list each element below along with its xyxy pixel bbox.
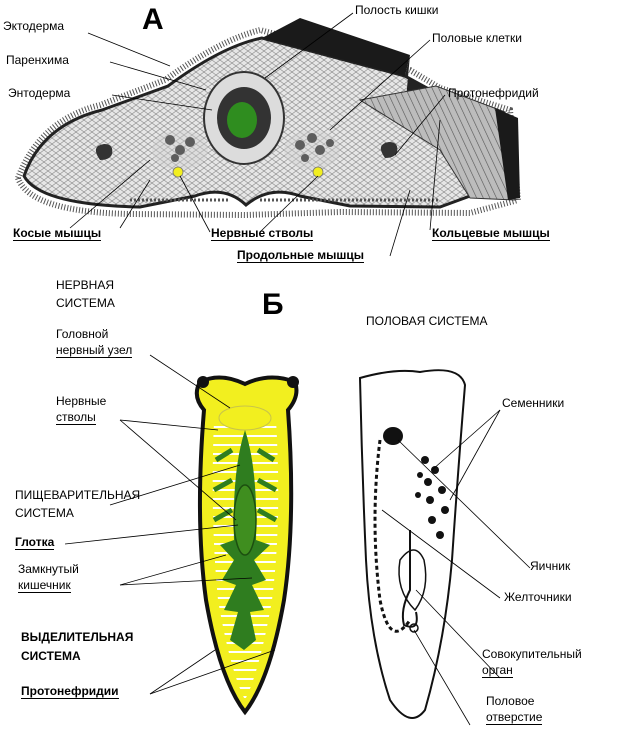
gut-side-branches xyxy=(212,447,278,523)
label-closed-gut-2: кишечник xyxy=(18,578,71,593)
copulatory-organ xyxy=(401,530,418,628)
panel-b-letter: Б xyxy=(262,288,284,321)
testes-dots xyxy=(415,456,449,539)
gut-cavity xyxy=(227,102,257,138)
auricle-left xyxy=(197,376,209,388)
label-excretory-system-2: СИСТЕМА xyxy=(21,649,81,663)
label-genital-opening-2: отверстие xyxy=(486,710,543,725)
label-pharynx: Глотка xyxy=(15,535,55,550)
body-cut-dark xyxy=(262,18,410,76)
genital-opening xyxy=(409,623,419,633)
protonephridium-right xyxy=(380,142,398,158)
planaria-body-left xyxy=(194,375,299,716)
copulatory-organ-body xyxy=(398,549,427,612)
label-head-ganglion-1: Головной xyxy=(56,327,109,341)
label-gut-cavity: Полость кишки xyxy=(355,3,439,17)
label-endoderm: Энтодерма xyxy=(8,86,71,100)
protonephridium-left xyxy=(95,144,113,160)
label-testes: Семенники xyxy=(502,396,565,410)
label-oblique-muscles: Косые мышцы xyxy=(13,226,102,241)
nerve-trunk-right xyxy=(312,166,324,178)
label-protonephridium: Протонефридий xyxy=(448,86,539,100)
muscle-band xyxy=(358,85,516,201)
yolk-gland-line xyxy=(373,439,412,633)
nerve-trunk-left xyxy=(172,166,184,178)
label-ovary: Яичник xyxy=(530,559,571,573)
label-germ-cells: Половые клетки xyxy=(432,31,522,45)
label-nervous-system-2: СИСТЕМА xyxy=(56,296,115,310)
body-outline-right xyxy=(358,369,467,719)
muscle-band-dark xyxy=(495,108,520,200)
cross-section-figure xyxy=(14,18,522,219)
label-digestive-system-1: ПИЩЕВАРИТЕЛЬНАЯ xyxy=(15,488,141,502)
label-protonephridia: Протонефридии xyxy=(21,684,119,699)
germ-cells xyxy=(165,133,334,162)
label-longitudinal-muscles: Продольные мышцы xyxy=(237,248,365,263)
pharynx xyxy=(233,484,257,556)
label-copulatory-organ-1: Совокупительный xyxy=(482,647,582,661)
label-parenchyma: Паренхима xyxy=(6,53,69,67)
leader-lines-a xyxy=(69,12,446,257)
planaria-body-right xyxy=(358,369,467,719)
gut-branch-right xyxy=(284,130,340,170)
leader-lines-b xyxy=(64,354,531,726)
label-ectoderm: Эктодерма xyxy=(3,19,65,33)
label-genital-opening-1: Половое xyxy=(486,694,535,708)
label-nervous-system-1: НЕРВНАЯ xyxy=(56,278,115,292)
head-ganglion xyxy=(218,405,272,431)
panel-a-letter: А xyxy=(142,3,164,36)
label-reproductive-system: ПОЛОВАЯ СИСТЕМА xyxy=(366,314,488,328)
label-yolk-glands: Желточники xyxy=(504,590,572,604)
auricle-right xyxy=(287,376,299,388)
label-nerve-trunks-a: Нервные стволы xyxy=(211,226,314,241)
label-ring-muscles: Кольцевые мышцы xyxy=(432,226,550,241)
label-copulatory-organ-2: орган xyxy=(482,663,513,678)
label-head-ganglion-2: нервный узел xyxy=(56,343,133,358)
gut-branch-left xyxy=(152,130,208,170)
label-nerve-trunks-b-1: Нервные xyxy=(56,394,107,408)
label-closed-gut-1: Замкнутый xyxy=(18,562,79,576)
label-excretory-system-1: ВЫДЕЛИТЕЛЬНАЯ xyxy=(21,630,134,644)
label-digestive-system-2: СИСТЕМА xyxy=(15,506,74,520)
label-nerve-trunks-b-2: стволы xyxy=(56,410,96,425)
